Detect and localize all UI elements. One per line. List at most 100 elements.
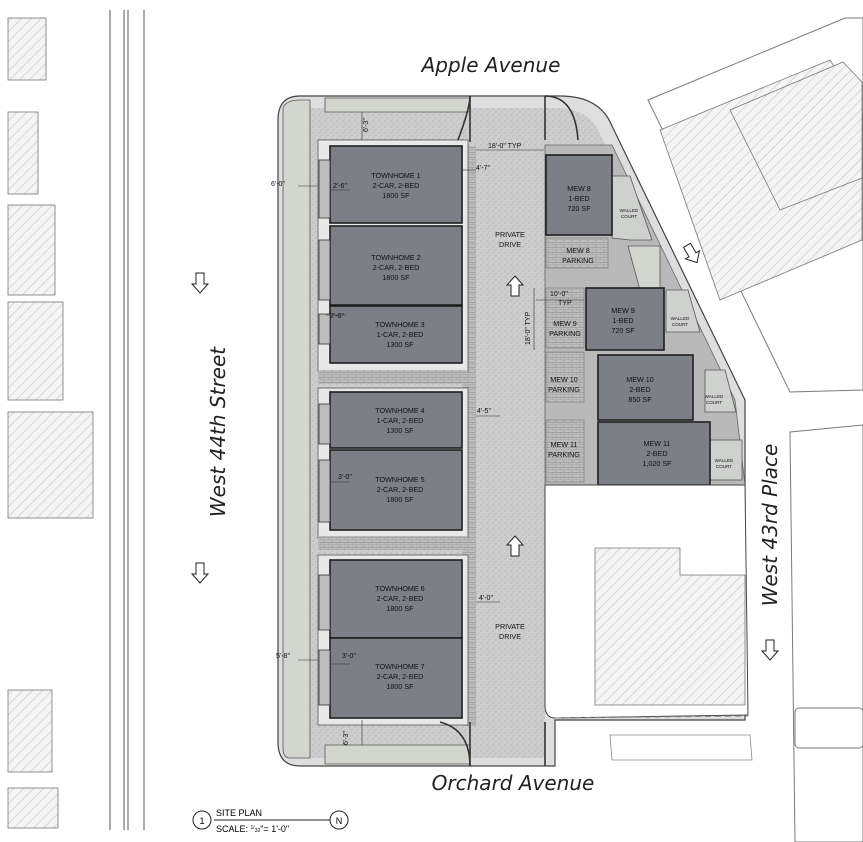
svg-text:1-CAR, 2-BED: 1-CAR, 2-BED	[377, 330, 424, 339]
townhome-4-label: TOWNHOME 4 1-CAR, 2-BED 1300 SF	[375, 406, 424, 435]
walkway-south	[318, 536, 468, 550]
svg-text:2-CAR, 2-BED: 2-CAR, 2-BED	[377, 485, 424, 494]
townhome-buildings	[329, 145, 463, 719]
west-43rd-place-label: West 43rd Place	[758, 444, 782, 607]
svg-text:2-CAR, 2-BED: 2-CAR, 2-BED	[373, 181, 420, 190]
townhome-7-label: TOWNHOME 7 2-CAR, 2-BED 1800 SF	[375, 662, 424, 691]
arrow-down-west-1	[190, 272, 210, 294]
title-block: 1 SITE PLAN SCALE: 1/32"= 1'-0" N	[192, 808, 349, 834]
dim-label-13: 3'-0"	[342, 653, 356, 660]
dim-label-7: 10'-0"	[550, 291, 568, 298]
svg-text:MEW 9: MEW 9	[611, 306, 635, 315]
dim-label-12: 5'-8"	[276, 653, 290, 660]
west-44th-street-lines	[109, 10, 145, 830]
svg-text:2-CAR, 2-BED: 2-CAR, 2-BED	[377, 594, 424, 603]
dim-label-7b: TYP	[558, 300, 572, 307]
neighbor-buildings-west	[7, 17, 94, 829]
svg-text:WALLED: WALLED	[671, 316, 690, 321]
svg-text:TOWNHOME 5: TOWNHOME 5	[375, 475, 424, 484]
svg-text:DRIVE: DRIVE	[499, 240, 521, 249]
mew-8-parking-label: MEW 8 PARKING	[562, 246, 594, 265]
svg-text:1,020 SF: 1,020 SF	[642, 459, 672, 468]
svg-text:COURT: COURT	[706, 400, 722, 405]
walkway-north	[318, 370, 468, 384]
svg-text:1300 SF: 1300 SF	[386, 426, 414, 435]
svg-text:COURT: COURT	[621, 214, 637, 219]
svg-text:1800 SF: 1800 SF	[382, 273, 410, 282]
svg-text:1-CAR, 2-BED: 1-CAR, 2-BED	[377, 416, 424, 425]
svg-text:WALLED: WALLED	[620, 208, 639, 213]
dim-label-4: 18'-0" TYP	[488, 143, 522, 150]
west-44th-street-label: West 44th Street	[206, 346, 230, 517]
north-arrow-icon	[329, 810, 349, 830]
svg-text:TOWNHOME 6: TOWNHOME 6	[375, 584, 424, 593]
svg-text:PARKING: PARKING	[549, 329, 581, 338]
arrow-down-east	[760, 639, 780, 661]
dim-label-11: 4'-0"	[479, 595, 493, 602]
svg-text:DRIVE: DRIVE	[499, 632, 521, 641]
mew-buildings	[545, 154, 711, 486]
svg-text:1-BED: 1-BED	[612, 316, 633, 325]
walled-courts	[611, 175, 743, 481]
svg-text:PARKING: PARKING	[548, 385, 580, 394]
svg-text:MEW 9: MEW 9	[553, 319, 577, 328]
townhome-1-label: TOWNHOME 1 2-CAR, 2-BED 1800 SF	[371, 171, 420, 200]
drawing-scale: SCALE: 1/32"= 1'-0"	[216, 824, 289, 834]
dim-label-8: 18'-0" TYP	[525, 311, 532, 345]
svg-text:1800 SF: 1800 SF	[386, 682, 414, 691]
svg-text:1800 SF: 1800 SF	[386, 495, 414, 504]
dim-label-1: 6'-3"	[363, 118, 370, 132]
svg-text:PARKING: PARKING	[562, 256, 594, 265]
mew-9-parking-label: MEW 9 PARKING	[549, 319, 581, 338]
svg-text:PRIVATE: PRIVATE	[495, 622, 525, 631]
svg-text:TOWNHOME 1: TOWNHOME 1	[371, 171, 420, 180]
svg-text:1800 SF: 1800 SF	[382, 191, 410, 200]
mew-9-label: MEW 9 1-BED 720 SF	[611, 306, 635, 335]
svg-text:MEW 11: MEW 11	[550, 440, 577, 449]
svg-text:1-BED: 1-BED	[568, 194, 589, 203]
southeast-parcel	[544, 484, 753, 761]
walled-court-label-2: WALLED COURT	[671, 316, 690, 327]
svg-text:MEW 8: MEW 8	[566, 246, 590, 255]
mew-8-label: MEW 8 1-BED 720 SF	[567, 184, 591, 213]
townhome-3-label: TOWNHOME 3 1-CAR, 2-BED 1300 SF	[375, 320, 424, 349]
dim-label-2: 6'-0"	[271, 181, 285, 188]
walled-court-label-3: WALLED COURT	[705, 394, 724, 405]
svg-text:TOWNHOME 2: TOWNHOME 2	[371, 253, 420, 262]
arrow-up-drive-1	[505, 275, 525, 297]
drawing-number: 1	[199, 816, 204, 826]
svg-text:2-CAR, 2-BED: 2-CAR, 2-BED	[373, 263, 420, 272]
drawing-title: SITE PLAN	[216, 808, 262, 818]
arrow-up-drive-2	[505, 535, 525, 557]
apple-avenue-label: Apple Avenue	[420, 53, 561, 77]
planting-strips	[282, 97, 471, 765]
dim-label-10: 3'-0"	[338, 474, 352, 481]
svg-text:PRIVATE: PRIVATE	[495, 230, 525, 239]
private-drive-label-south: PRIVATE DRIVE	[495, 622, 525, 641]
svg-text:COURT: COURT	[672, 322, 688, 327]
svg-text:WALLED: WALLED	[715, 458, 734, 463]
svg-text:1300 SF: 1300 SF	[386, 340, 414, 349]
drawing-number-circle	[192, 810, 212, 830]
svg-text:MEW 10: MEW 10	[550, 375, 578, 384]
svg-text:1800 SF: 1800 SF	[386, 604, 414, 613]
mew-parking-bays	[545, 237, 609, 483]
private-drive-label-north: PRIVATE DRIVE	[495, 230, 525, 249]
svg-text:TOWNHOME 7: TOWNHOME 7	[375, 662, 424, 671]
dim-label-14: 6'-3"	[343, 731, 350, 745]
townhome-5-label: TOWNHOME 5 2-CAR, 2-BED 1800 SF	[375, 475, 424, 504]
neighbor-buildings-northeast	[647, 17, 863, 393]
arrow-diag-ne	[682, 242, 701, 264]
mew-10-parking-label: MEW 10 PARKING	[548, 375, 580, 394]
svg-text:2-CAR, 2-BED: 2-CAR, 2-BED	[377, 672, 424, 681]
svg-text:2-BED: 2-BED	[629, 385, 650, 394]
svg-text:MEW 10: MEW 10	[626, 375, 654, 384]
svg-text:720 SF: 720 SF	[611, 326, 635, 335]
dim-label-6: 2'-6"	[330, 313, 344, 320]
mew-11-label: MEW 11 2-BED 1,020 SF	[642, 439, 672, 468]
arrow-down-west-2	[190, 562, 210, 584]
orchard-avenue-label: Orchard Avenue	[432, 771, 595, 795]
traffic-arrows	[190, 242, 780, 661]
svg-text:TOWNHOME 4: TOWNHOME 4	[375, 406, 424, 415]
